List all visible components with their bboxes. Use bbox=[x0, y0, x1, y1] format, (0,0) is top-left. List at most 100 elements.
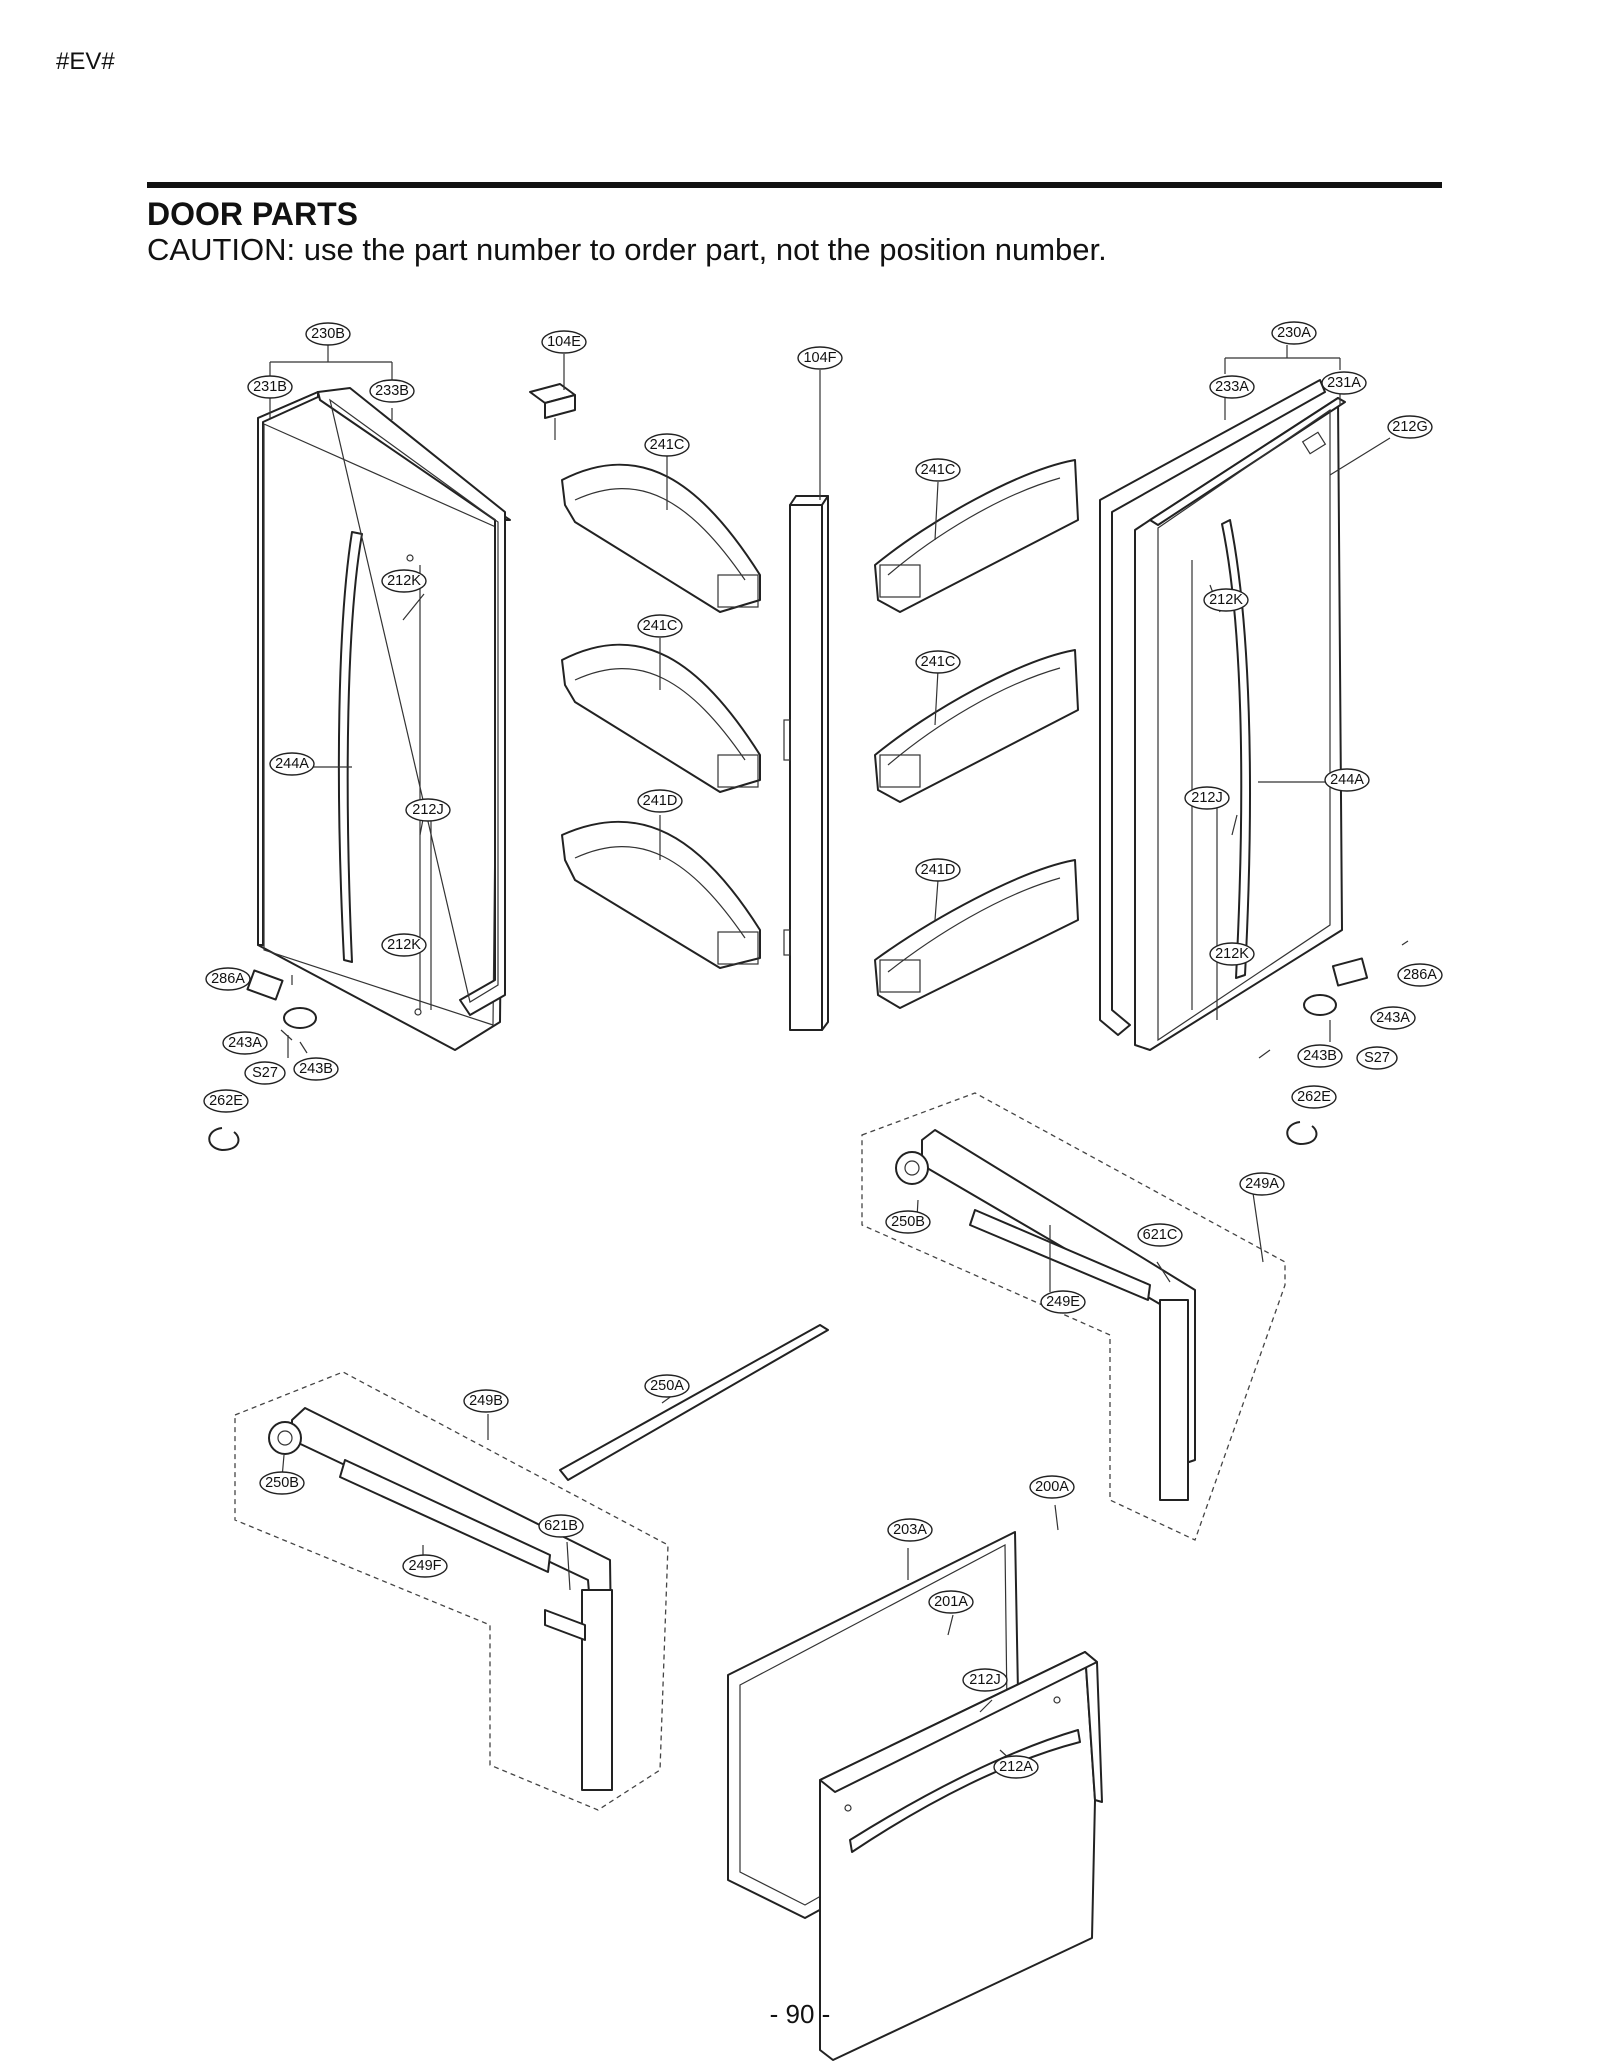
svg-text:212J: 212J bbox=[969, 1672, 1000, 1688]
callout-243a-left: 243A bbox=[222, 1031, 268, 1055]
svg-text:250A: 250A bbox=[650, 1378, 684, 1394]
callout-212k-right-bottom: 212K bbox=[1209, 942, 1255, 966]
callout-244a-left: 244A bbox=[269, 752, 315, 776]
bin-left-1 bbox=[561, 463, 761, 613]
callout-241c-left-1: 241C bbox=[644, 433, 690, 457]
svg-text:212K: 212K bbox=[387, 937, 421, 953]
svg-text:212K: 212K bbox=[387, 573, 421, 589]
callout-233b: 233B bbox=[369, 379, 415, 403]
bin-left-3 bbox=[561, 820, 761, 969]
svg-text:212K: 212K bbox=[1215, 946, 1249, 962]
callout-212j-right: 212J bbox=[1184, 786, 1230, 810]
center-mullion bbox=[783, 495, 829, 1031]
callout-241c-right-1: 241C bbox=[915, 458, 961, 482]
svg-text:621C: 621C bbox=[1143, 1227, 1178, 1243]
cross-bar-250a bbox=[559, 1324, 829, 1481]
svg-text:286A: 286A bbox=[211, 971, 245, 987]
caution-note: CAUTION: use the part number to order pa… bbox=[147, 232, 1107, 267]
callout-244a-right: 244A bbox=[1324, 768, 1370, 792]
callout-212j-left: 212J bbox=[405, 798, 451, 822]
svg-text:241C: 241C bbox=[921, 462, 956, 478]
callout-231b: 231B bbox=[247, 375, 293, 399]
svg-text:621B: 621B bbox=[544, 1518, 578, 1534]
svg-text:231A: 231A bbox=[1327, 375, 1361, 391]
svg-text:243B: 243B bbox=[1303, 1048, 1337, 1064]
callout-212g: 212G bbox=[1387, 415, 1433, 439]
callout-249e: 249E bbox=[1040, 1290, 1086, 1314]
svg-text:241C: 241C bbox=[643, 618, 678, 634]
right-hinge-hardware bbox=[1286, 957, 1369, 1145]
callout-250b-left: 250B bbox=[259, 1471, 305, 1495]
callout-243b-left: 243B bbox=[293, 1057, 339, 1081]
callout-621c: 621C bbox=[1137, 1223, 1183, 1247]
callout-104e: 104E bbox=[541, 330, 587, 354]
callout-230a: 230A bbox=[1271, 321, 1317, 345]
svg-text:250B: 250B bbox=[265, 1475, 299, 1491]
callout-250a: 250A bbox=[644, 1374, 690, 1398]
callout-233a: 233A bbox=[1209, 375, 1255, 399]
svg-text:233B: 233B bbox=[375, 383, 409, 399]
svg-text:241D: 241D bbox=[643, 793, 678, 809]
svg-text:262E: 262E bbox=[1297, 1089, 1331, 1105]
callout-241d-left: 241D bbox=[637, 789, 683, 813]
svg-text:243A: 243A bbox=[1376, 1010, 1410, 1026]
svg-text:249B: 249B bbox=[469, 1393, 503, 1409]
callout-262e-right: 262E bbox=[1291, 1085, 1337, 1109]
svg-text:230B: 230B bbox=[311, 326, 345, 342]
svg-text:262E: 262E bbox=[209, 1093, 243, 1109]
hinge-104e bbox=[529, 383, 576, 440]
svg-text:200A: 200A bbox=[1035, 1479, 1069, 1495]
callout-286a-left: 286A bbox=[205, 967, 251, 991]
svg-text:104F: 104F bbox=[803, 350, 836, 366]
svg-text:243A: 243A bbox=[228, 1035, 262, 1051]
callout-212a: 212A bbox=[993, 1755, 1039, 1779]
bin-right-1 bbox=[874, 459, 1079, 613]
rail-assembly-249a bbox=[861, 1092, 1286, 1541]
svg-text:243B: 243B bbox=[299, 1061, 333, 1077]
svg-text:250B: 250B bbox=[891, 1214, 925, 1230]
svg-text:212K: 212K bbox=[1209, 592, 1243, 608]
callout-231a: 231A bbox=[1321, 371, 1367, 395]
svg-text:244A: 244A bbox=[1330, 772, 1364, 788]
callout-243b-right: 243B bbox=[1297, 1044, 1343, 1068]
callout-201a: 201A bbox=[928, 1590, 974, 1614]
callout-249f: 249F bbox=[402, 1554, 448, 1578]
callout-243a-right: 243A bbox=[1370, 1006, 1416, 1030]
page-number: - 90 - bbox=[769, 1999, 831, 2029]
svg-text:203A: 203A bbox=[893, 1522, 927, 1538]
svg-text:241D: 241D bbox=[921, 862, 956, 878]
svg-text:241C: 241C bbox=[921, 654, 956, 670]
callout-250b-right: 250B bbox=[885, 1210, 931, 1234]
callout-241c-left-2: 241C bbox=[637, 614, 683, 638]
bin-right-2 bbox=[874, 649, 1079, 803]
svg-text:244A: 244A bbox=[275, 756, 309, 772]
left-hinge-hardware bbox=[208, 969, 317, 1151]
svg-text:201A: 201A bbox=[934, 1594, 968, 1610]
svg-text:212G: 212G bbox=[1392, 419, 1427, 435]
svg-text:249A: 249A bbox=[1245, 1176, 1279, 1192]
callout-203a: 203A bbox=[887, 1518, 933, 1542]
header-code: #EV# bbox=[56, 48, 115, 75]
svg-text:286A: 286A bbox=[1403, 967, 1437, 983]
title-rule bbox=[147, 182, 1442, 188]
callout-212k-left-bottom: 212K bbox=[381, 933, 427, 957]
rail-assembly-249b bbox=[234, 1371, 669, 1811]
svg-text:212A: 212A bbox=[999, 1759, 1033, 1775]
svg-text:212J: 212J bbox=[412, 802, 443, 818]
callout-212k-left-top: 212K bbox=[381, 569, 427, 593]
svg-text:249F: 249F bbox=[408, 1558, 441, 1574]
right-door bbox=[1134, 397, 1346, 1051]
callout-249a: 249A bbox=[1239, 1172, 1285, 1196]
callout-200a: 200A bbox=[1029, 1475, 1075, 1499]
svg-text:S27: S27 bbox=[252, 1065, 278, 1081]
callout-212j-freezer: 212J bbox=[962, 1668, 1008, 1692]
callout-212k-right-top: 212K bbox=[1203, 588, 1249, 612]
callout-labels: 230B 231B 233B 104E 241C 104F 241C 241C … bbox=[203, 321, 1443, 1779]
svg-text:249E: 249E bbox=[1046, 1294, 1080, 1310]
callout-241d-right: 241D bbox=[915, 858, 961, 882]
bin-right-3 bbox=[874, 859, 1079, 1009]
svg-text:S27: S27 bbox=[1364, 1050, 1390, 1066]
page-title: DOOR PARTS bbox=[147, 196, 358, 232]
callout-621b: 621B bbox=[538, 1514, 584, 1538]
